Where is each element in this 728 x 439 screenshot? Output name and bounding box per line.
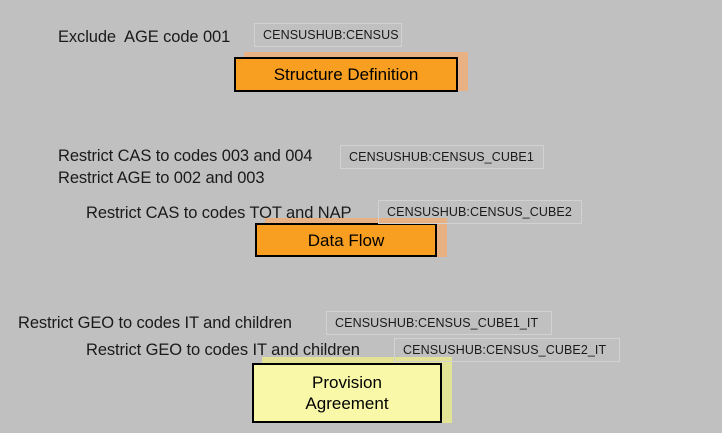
label-censushub-census: CENSUSHUB:CENSUS <box>254 23 402 47</box>
data-flow-box[interactable]: Data Flow <box>255 223 437 257</box>
label-censushub-census-cube2-it: CENSUSHUB:CENSUS_CUBE2_IT <box>394 338 620 362</box>
structure-definition-box[interactable]: Structure Definition <box>234 57 458 92</box>
label-censushub-census-cube2: CENSUSHUB:CENSUS_CUBE2 <box>378 200 582 224</box>
provision-agreement-box-label: Provision Agreement <box>305 373 389 413</box>
label-censushub-census-cube1-it: CENSUSHUB:CENSUS_CUBE1_IT <box>326 311 552 335</box>
annotation-restrict-age-002-003: Restrict AGE to 002 and 003 <box>58 169 265 187</box>
annotation-exclude-age-001: Exclude AGE code 001 <box>58 28 231 46</box>
diagram-canvas: Exclude AGE code 001 CENSUSHUB:CENSUS St… <box>0 0 722 433</box>
provision-agreement-box[interactable]: Provision Agreement <box>252 363 442 423</box>
annotation-restrict-geo-it-1: Restrict GEO to codes IT and children <box>18 314 292 332</box>
label-censushub-census-cube1: CENSUSHUB:CENSUS_CUBE1 <box>340 145 544 169</box>
annotation-restrict-cas-tot-nap: Restrict CAS to codes TOT and NAP <box>86 204 352 222</box>
annotation-restrict-geo-it-2: Restrict GEO to codes IT and children <box>86 341 360 359</box>
annotation-restrict-cas-003-004: Restrict CAS to codes 003 and 004 <box>58 147 313 165</box>
structure-definition-box-label: Structure Definition <box>273 65 419 84</box>
data-flow-box-label: Data Flow <box>307 230 385 250</box>
